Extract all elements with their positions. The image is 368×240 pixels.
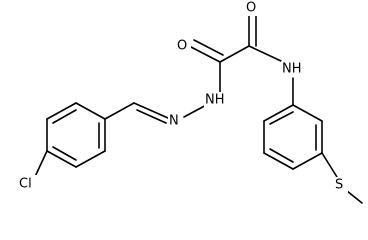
left-oxygen-label: O — [177, 39, 187, 54]
methylthiophenyl-ring — [263, 104, 323, 170]
ring-ch-bond — [104, 102, 135, 120]
s-methyl-bond — [346, 190, 363, 204]
right-oxygen-label: O — [246, 1, 256, 16]
sulfur-label: S — [335, 178, 343, 193]
left-carbonyl — [190, 39, 224, 63]
ring-s-bond — [321, 152, 338, 178]
c-c-bond — [219, 45, 250, 63]
imine-nitrogen-label: N — [169, 114, 179, 129]
right-carbonyl — [248, 13, 257, 47]
imine-double-bond — [133, 102, 169, 124]
hydrazide-nh-label: NH — [205, 93, 225, 108]
chlorophenyl-ring — [46, 102, 106, 168]
chemical-structure: Cl N NH O O NH S — [18, 0, 363, 204]
chlorine-label: Cl — [19, 177, 32, 192]
structure-canvas: Cl N NH O O NH S — [18, 0, 363, 204]
c-nh-bond — [248, 45, 282, 62]
amide-nh-label: NH — [282, 62, 302, 77]
